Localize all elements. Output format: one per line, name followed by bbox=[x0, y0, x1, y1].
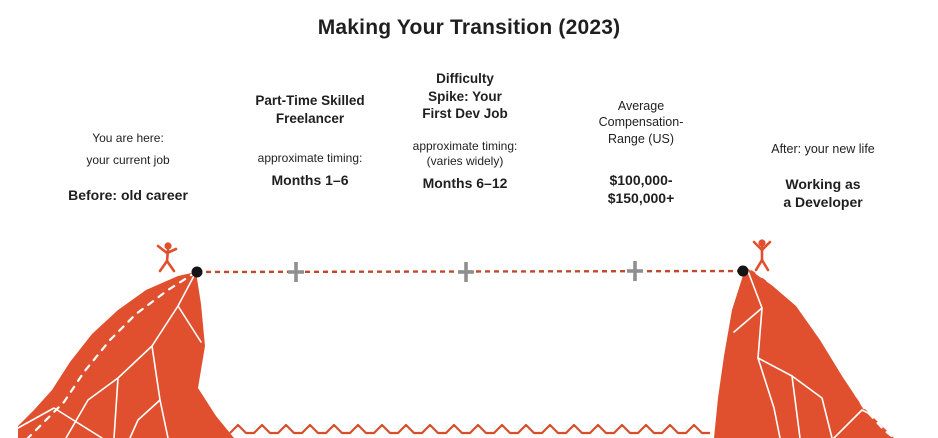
right-ridge-route bbox=[744, 264, 896, 438]
step1-value: Months 1–6 bbox=[271, 171, 349, 188]
stage-label-start: You are here: your current job Before: o… bbox=[28, 131, 228, 204]
stage-label-step1: Part-Time Skilled Freelancer approximate… bbox=[230, 92, 390, 189]
climber-figure-icon bbox=[156, 242, 178, 273]
left-ridge-route bbox=[26, 270, 198, 438]
step2-heading-2: Spike: Your bbox=[428, 88, 502, 104]
start-line-2: your current job bbox=[86, 152, 170, 167]
step1-heading-1: Part-Time Skilled bbox=[255, 93, 365, 108]
end-value-2: a Developer bbox=[783, 194, 863, 211]
step3-heading-2: Compensation- bbox=[598, 115, 684, 130]
right-cliff bbox=[714, 264, 896, 438]
step3-value-2: $150,000+ bbox=[607, 189, 675, 206]
water-zigzag bbox=[229, 423, 710, 435]
waypoint-plus-icon bbox=[288, 262, 304, 282]
step2-heading-3: First Dev Job bbox=[422, 106, 508, 122]
stage-label-step2: Difficulty Spike: Your First Dev Job app… bbox=[385, 70, 545, 192]
stage-label-end: After: your new life Working as a Develo… bbox=[740, 141, 906, 212]
start-line-1: You are here: bbox=[92, 131, 164, 145]
diagram-title: Making Your Transition (2023) bbox=[317, 16, 621, 39]
end-value-1: Working as bbox=[785, 176, 861, 193]
step2-heading-1: Difficulty bbox=[436, 71, 494, 86]
step3-value-1: $100,000- bbox=[609, 171, 673, 188]
step1-heading-2: Freelancer bbox=[275, 110, 345, 126]
end-line-1: After: your new life bbox=[771, 142, 875, 156]
stage-label-step3: Average Compensation- Range (US) $100,00… bbox=[560, 98, 722, 207]
end-dot bbox=[737, 265, 749, 277]
step2-sub-1: approximate timing: bbox=[412, 138, 518, 153]
step3-heading-3: Range (US) bbox=[608, 131, 674, 146]
step2-sub-2: (varies widely) bbox=[426, 154, 504, 169]
step1-sub: approximate timing: bbox=[257, 151, 363, 166]
waypoint-plus-icon bbox=[627, 261, 643, 281]
step2-value: Months 6–12 bbox=[422, 174, 508, 191]
left-cliff bbox=[17, 270, 234, 438]
victory-figure-icon bbox=[752, 239, 772, 272]
start-dot bbox=[191, 266, 203, 278]
step3-heading-1: Average bbox=[617, 99, 665, 113]
start-line-3: Before: old career bbox=[68, 187, 188, 204]
waypoint-plus-icon bbox=[458, 262, 474, 282]
